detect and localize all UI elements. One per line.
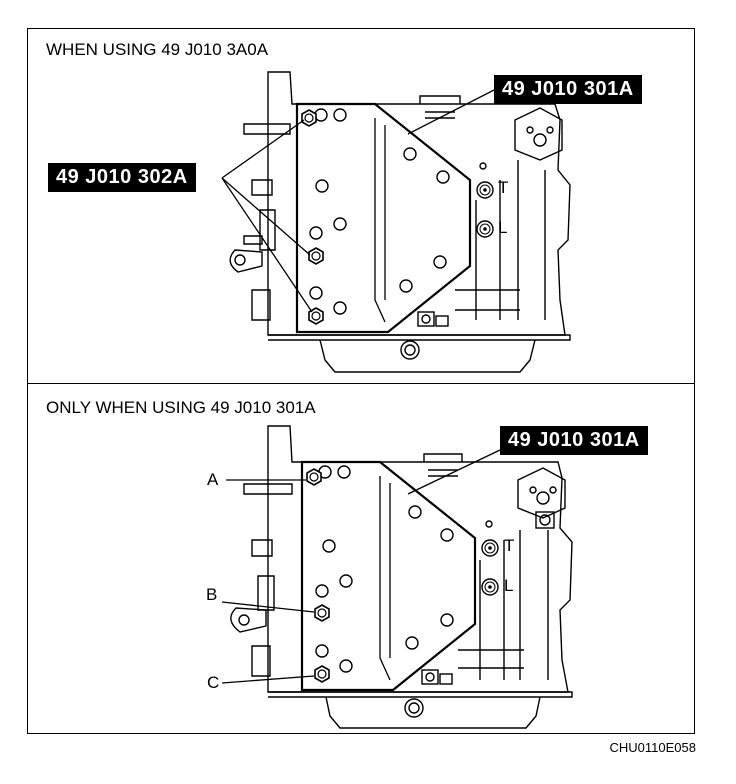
bottom-mark-l: L <box>504 576 514 595</box>
bottom-leader-lines <box>221 449 501 684</box>
bottom-bolt-l-icon <box>481 578 499 596</box>
callout-b: B <box>206 585 218 604</box>
callout-a: A <box>207 470 219 489</box>
top-mark-l: L <box>498 218 508 237</box>
top-panel-heading: WHEN USING 49 J010 3A0A <box>46 40 269 59</box>
panel-divider <box>27 383 695 384</box>
top-adapter-plate <box>295 102 472 334</box>
top-tool-301a-label: 49 J010 301A <box>494 75 642 104</box>
bottom-tool-301a-label: 49 J010 301A <box>500 426 648 455</box>
top-leader-lines <box>221 89 495 313</box>
top-tool-302a-label: 49 J010 302A <box>48 163 196 192</box>
bottom-panel-heading: ONLY WHEN USING 49 J010 301A <box>46 398 316 417</box>
bottom-transmission-body <box>230 425 573 729</box>
figure-frame <box>27 28 695 734</box>
callout-c: C <box>207 673 220 692</box>
bottom-mark-t: T <box>504 536 515 555</box>
bottom-adapter-plate <box>300 460 477 692</box>
top-mark-t: T <box>498 178 509 197</box>
top-bolt-t-icon <box>476 181 494 199</box>
top-bolt-l-icon <box>476 220 494 238</box>
figure-code: CHU0110E058 <box>609 740 696 755</box>
bottom-bolt-t-icon <box>481 539 499 557</box>
